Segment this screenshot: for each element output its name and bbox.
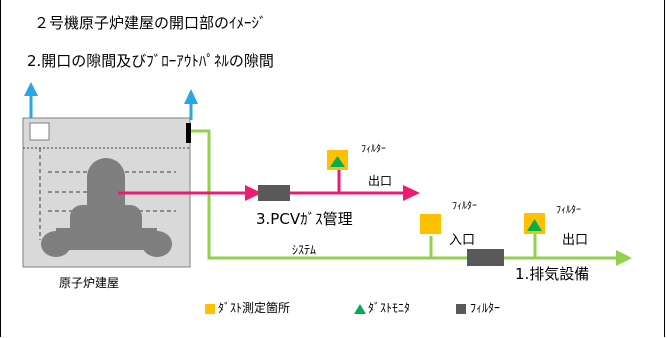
building-label: 原子炉建屋 [59,276,120,290]
diagram-subtitle: 2.開口の隙間及びﾌﾞﾛｰｱｳﾄﾊﾟﾈﾙの隙間 [27,52,274,70]
legend-filter-icon [456,304,466,314]
outlet-dust-monitor [527,219,542,231]
legend-dust-point: ﾀﾞｽﾄ測定箇所 [218,301,291,315]
inlet-filter-caption: ﾌｨﾙﾀｰ [452,201,477,212]
containment-vessel [41,158,172,257]
exhaust-filter-unit [467,249,504,266]
inlet-dust-point [420,214,441,234]
legend-filter: ﾌｨﾙﾀｰ [470,301,501,315]
diagram-title: ２号機原子炉建屋の開口部のｲﾒｰｼﾞ [34,14,267,32]
pcv-arrow-head [245,185,262,201]
airflow-arrow-left-head [24,82,38,96]
exhaust-system-label: 1.排気設備 [515,265,590,283]
reactor-building [22,117,191,268]
pcv-outlet-label: 出口 [368,174,393,188]
legend-dust-monitor: ﾀﾞｽﾄﾓﾆﾀ [368,301,411,315]
airflow-arrows [24,82,198,120]
airflow-arrow-right-head [184,89,198,104]
system-label: ｼｽﾃﾑ [292,243,317,257]
pcv-dust-monitor [330,156,345,167]
pcv-system-label: 3.PCVｶﾞｽ管理 [256,210,353,228]
exhaust-filter-caption: ﾌｨﾙﾀｰ [556,205,581,216]
pcv-filter-unit [258,185,290,201]
building-window [29,122,50,141]
inlet-label: 入口 [449,233,476,248]
legend-dust-monitor-icon [354,304,366,314]
exhaust-outlet-label: 出口 [562,233,589,248]
pcv-line [118,170,420,201]
pcv-filter-caption: ﾌｨﾙﾀｰ [361,144,386,155]
blowout-panel [186,123,191,143]
legend-dust-point-icon [205,304,215,314]
